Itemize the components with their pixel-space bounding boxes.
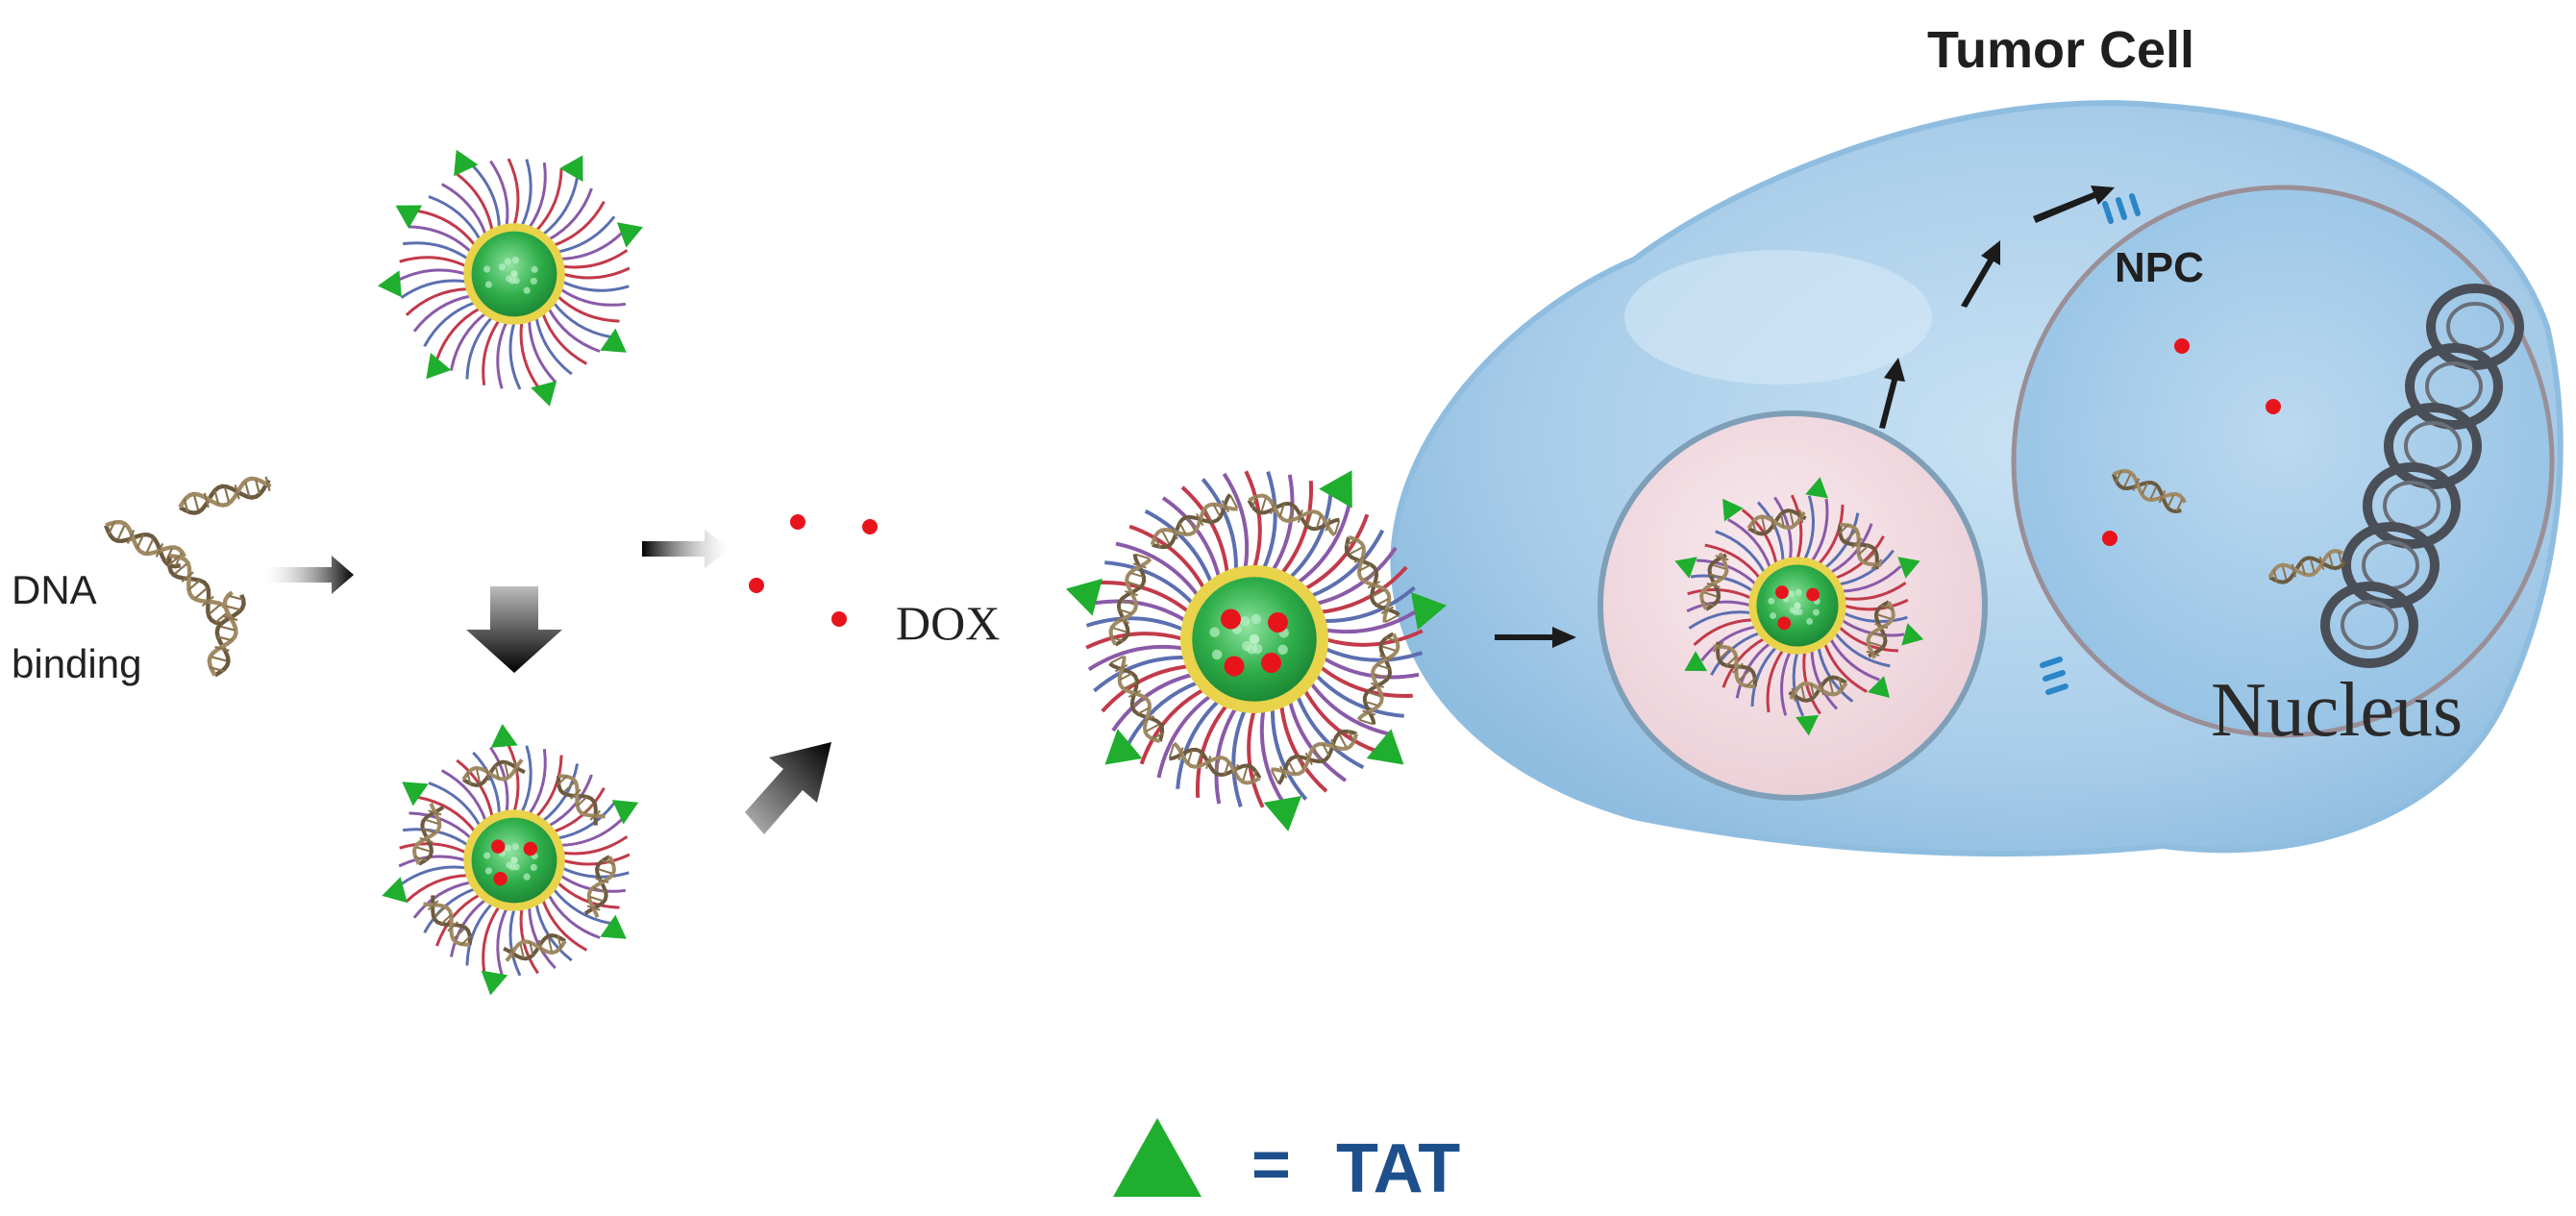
dna-strand-icon bbox=[1247, 493, 1341, 537]
dox-dot-icon bbox=[1777, 616, 1792, 631]
tat-triangle-icon bbox=[616, 222, 644, 248]
dox-dots bbox=[749, 338, 2281, 627]
arrow-icon bbox=[745, 742, 831, 834]
micelle-icon bbox=[1674, 477, 1924, 736]
dox-dot-icon bbox=[1806, 587, 1820, 602]
tat-triangle-icon bbox=[382, 877, 408, 904]
nuclear-pore-icon bbox=[2102, 193, 2141, 224]
dox-dot-icon bbox=[862, 519, 878, 534]
dox-dot-icon bbox=[1224, 656, 1245, 677]
dna-strand-icon bbox=[461, 758, 526, 787]
dna-strand-icon bbox=[411, 803, 445, 866]
dox-dot-icon bbox=[2102, 531, 2118, 546]
dna-strand-icon bbox=[1344, 534, 1400, 623]
tat-triangle-icon bbox=[1868, 676, 1891, 699]
legend-tat-label: TAT bbox=[1336, 1130, 1460, 1207]
tat-triangle-icon bbox=[1901, 623, 1924, 646]
dox-dot-icon bbox=[2266, 399, 2281, 414]
nucleus-label: Nucleus bbox=[2211, 668, 2463, 753]
tat-triangle-icon bbox=[1805, 477, 1828, 499]
dna-strand-icon bbox=[423, 895, 472, 947]
dna-strand-icon bbox=[178, 476, 272, 515]
npc-label: NPC bbox=[2115, 244, 2204, 291]
tat-triangle-icon bbox=[481, 970, 508, 996]
dna-strand-icon bbox=[1712, 641, 1757, 689]
dna-strand-icon bbox=[1271, 729, 1359, 785]
tumor-cell-highlight bbox=[1624, 250, 1932, 385]
tat-triangle-icon bbox=[1104, 729, 1143, 765]
tat-triangle-icon bbox=[1319, 470, 1352, 509]
arrow-icon bbox=[1495, 186, 2115, 648]
dox-dot-icon bbox=[493, 872, 508, 886]
tat-triangle-icon bbox=[454, 149, 479, 177]
tat-triangle-icon bbox=[1065, 578, 1102, 616]
dox-dot-icon bbox=[491, 839, 506, 854]
dna-strand-icon bbox=[1168, 741, 1262, 785]
arrow-icon bbox=[264, 556, 354, 594]
dox-dot-icon bbox=[1268, 612, 1288, 633]
dox-dot-icon bbox=[1221, 608, 1241, 630]
dox-dot-icon bbox=[1261, 653, 1281, 673]
dna-binding-label-line2: binding bbox=[12, 641, 141, 686]
dox-dot-icon bbox=[749, 578, 764, 593]
tat-triangle-icon bbox=[1113, 1118, 1201, 1197]
chromatin-icon bbox=[2320, 284, 2524, 668]
tat-triangle-icon bbox=[426, 353, 452, 380]
dna-strand-icon bbox=[1150, 493, 1238, 550]
dna-strand-icon bbox=[1838, 522, 1883, 570]
tat-triangle-icon bbox=[1897, 557, 1920, 579]
tat-triangle-icon bbox=[377, 270, 402, 298]
tat-triangle-icon bbox=[1410, 591, 1447, 631]
dna-strand-icon bbox=[503, 933, 567, 962]
legend-equals: = bbox=[1251, 1127, 1291, 1202]
tat-triangle-icon bbox=[1674, 557, 1697, 579]
arrow-icon bbox=[466, 586, 562, 673]
dna-binding-label-line1: DNA bbox=[12, 567, 97, 612]
dna-strand-icon bbox=[207, 590, 246, 678]
dox-dot-icon bbox=[523, 841, 537, 856]
micelle-icon bbox=[377, 149, 644, 407]
micelle-icon bbox=[382, 723, 639, 996]
tat-triangle-icon bbox=[1366, 729, 1404, 765]
dna-strand-icon bbox=[1108, 553, 1152, 647]
dna-strand-icon bbox=[1788, 675, 1848, 703]
dna-strand-icon bbox=[2111, 469, 2187, 514]
dna-strand-icon bbox=[1356, 632, 1400, 726]
dna-strand-icon bbox=[1866, 600, 1895, 659]
tat-triangle-icon bbox=[1684, 651, 1708, 672]
dna-strand-icon bbox=[583, 855, 617, 918]
dox-dot-icon bbox=[831, 611, 847, 627]
tat-triangle-icon bbox=[531, 381, 557, 407]
tat-triangle-icon bbox=[395, 205, 423, 229]
tat-triangle-icon bbox=[1722, 498, 1744, 522]
tat-triangle-icon bbox=[559, 155, 583, 183]
tat-triangle-icon bbox=[1263, 795, 1302, 831]
arrow-icon bbox=[642, 530, 731, 568]
dna-strand-icon bbox=[1699, 552, 1729, 611]
dox-dot-icon bbox=[2174, 338, 2190, 354]
dna-strand-icon bbox=[557, 774, 606, 826]
dna-strand-icon bbox=[1108, 656, 1165, 744]
tat-triangle-icon bbox=[600, 328, 627, 353]
tat-triangle-icon bbox=[490, 723, 518, 748]
dna-strand-icon bbox=[1746, 509, 1807, 536]
dna-strand-icon bbox=[104, 519, 186, 569]
tat-triangle-icon bbox=[611, 800, 639, 825]
dna-strand-icon bbox=[2267, 549, 2347, 584]
nuclear-pore-icon bbox=[2040, 657, 2068, 695]
dox-dot-icon bbox=[790, 514, 805, 530]
dox-dot-icon bbox=[1775, 585, 1789, 600]
tat-triangle-icon bbox=[1796, 714, 1820, 736]
micelle-icon bbox=[1065, 470, 1447, 831]
tat-triangle-icon bbox=[402, 782, 429, 807]
dna-strand-icon bbox=[167, 554, 231, 627]
dox-label: DOX bbox=[896, 596, 1000, 650]
tat-triangle-icon bbox=[600, 914, 627, 939]
tumor-cell-label: Tumor Cell bbox=[1927, 21, 2194, 79]
